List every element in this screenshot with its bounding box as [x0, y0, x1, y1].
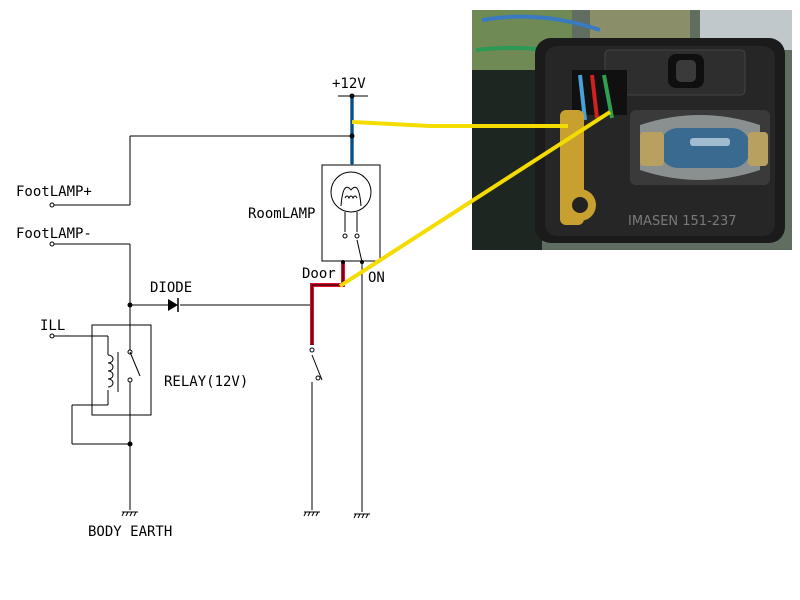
- ground-symbols: [121, 511, 370, 519]
- terminal-dots: [49, 202, 360, 383]
- foot-lamp-minus-label: FootLAMP-: [16, 226, 92, 242]
- diode-symbol: [168, 298, 179, 312]
- lamp-symbol: [330, 171, 372, 213]
- yellow-callout-lines: [338, 110, 612, 288]
- lamp-housing-photo: IMASEN 151-237: [472, 10, 792, 250]
- photo-imprint: IMASEN 151-237: [628, 214, 737, 229]
- relay-coil: [107, 351, 141, 392]
- body-earth-label: BODY EARTH: [88, 524, 172, 540]
- circuit-wires: [52, 95, 381, 512]
- relay-label: RELAY(12V): [164, 374, 248, 390]
- door-label: Door: [302, 266, 336, 282]
- supply-label: +12V: [332, 76, 366, 92]
- room-lamp-label: RoomLAMP: [248, 206, 315, 222]
- ill-label: ILL: [40, 318, 65, 334]
- junction-dots: [127, 93, 364, 447]
- diode-label: DIODE: [150, 280, 192, 296]
- foot-lamp-plus-label: FootLAMP+: [16, 184, 92, 200]
- on-label: ON: [368, 270, 385, 286]
